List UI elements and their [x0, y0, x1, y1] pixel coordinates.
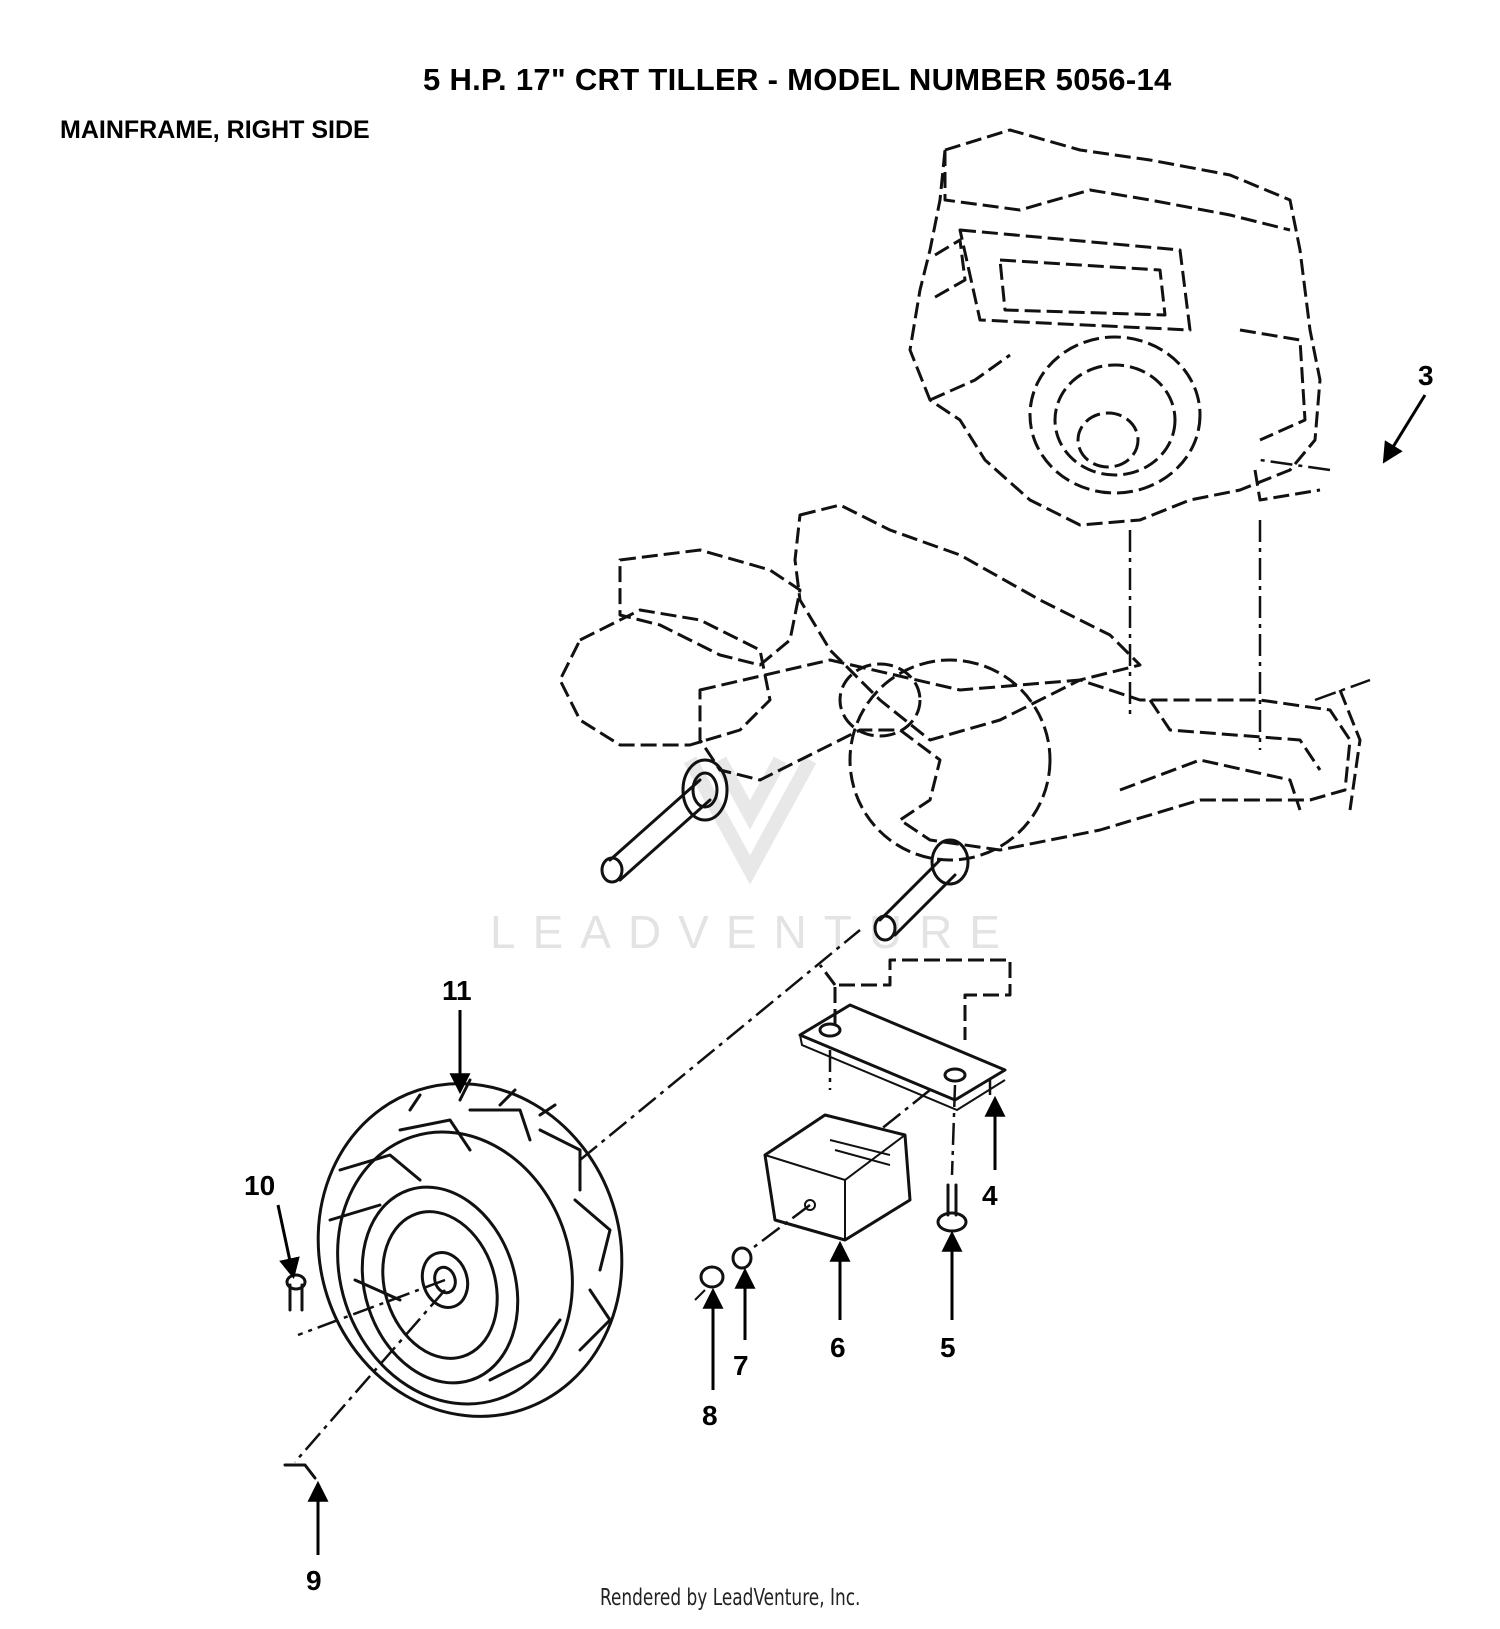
engine [908, 128, 1322, 527]
callout-arrows [276, 394, 1427, 1555]
callout-7: 7 [733, 1350, 749, 1381]
callout-3: 3 [1418, 360, 1434, 391]
assembly-leaders [294, 458, 1371, 1463]
callout-10: 10 [244, 1170, 275, 1201]
tine-shaft [600, 758, 970, 942]
hairpin-clip-part-9 [283, 1463, 317, 1480]
callout-6: 6 [830, 1332, 846, 1363]
mainframe [558, 503, 1362, 862]
pin-part-10 [285, 1273, 307, 1312]
callout-5: 5 [940, 1332, 956, 1363]
watermark-logo [683, 756, 817, 885]
section-subtitle: MAINFRAME, RIGHT SIDE [60, 116, 370, 144]
diagram-title: 5 H.P. 17" CRT TILLER - MODEL NUMBER 505… [423, 62, 1172, 97]
wheel-tire-part-11 [316, 1078, 624, 1418]
washer-part-7 [731, 1246, 753, 1270]
nut-part-8 [694, 1265, 725, 1301]
bolt-part-5 [936, 1183, 968, 1233]
callout-11: 11 [442, 975, 472, 1006]
callout-9: 9 [306, 1565, 322, 1596]
callout-4: 4 [982, 1180, 998, 1211]
bracket-plate-part-4 [798, 958, 1012, 1112]
callout-8: 8 [702, 1400, 718, 1431]
footer-credit: Rendered by LeadVenture, Inc. [600, 1585, 861, 1611]
block-part-6 [763, 1113, 912, 1242]
